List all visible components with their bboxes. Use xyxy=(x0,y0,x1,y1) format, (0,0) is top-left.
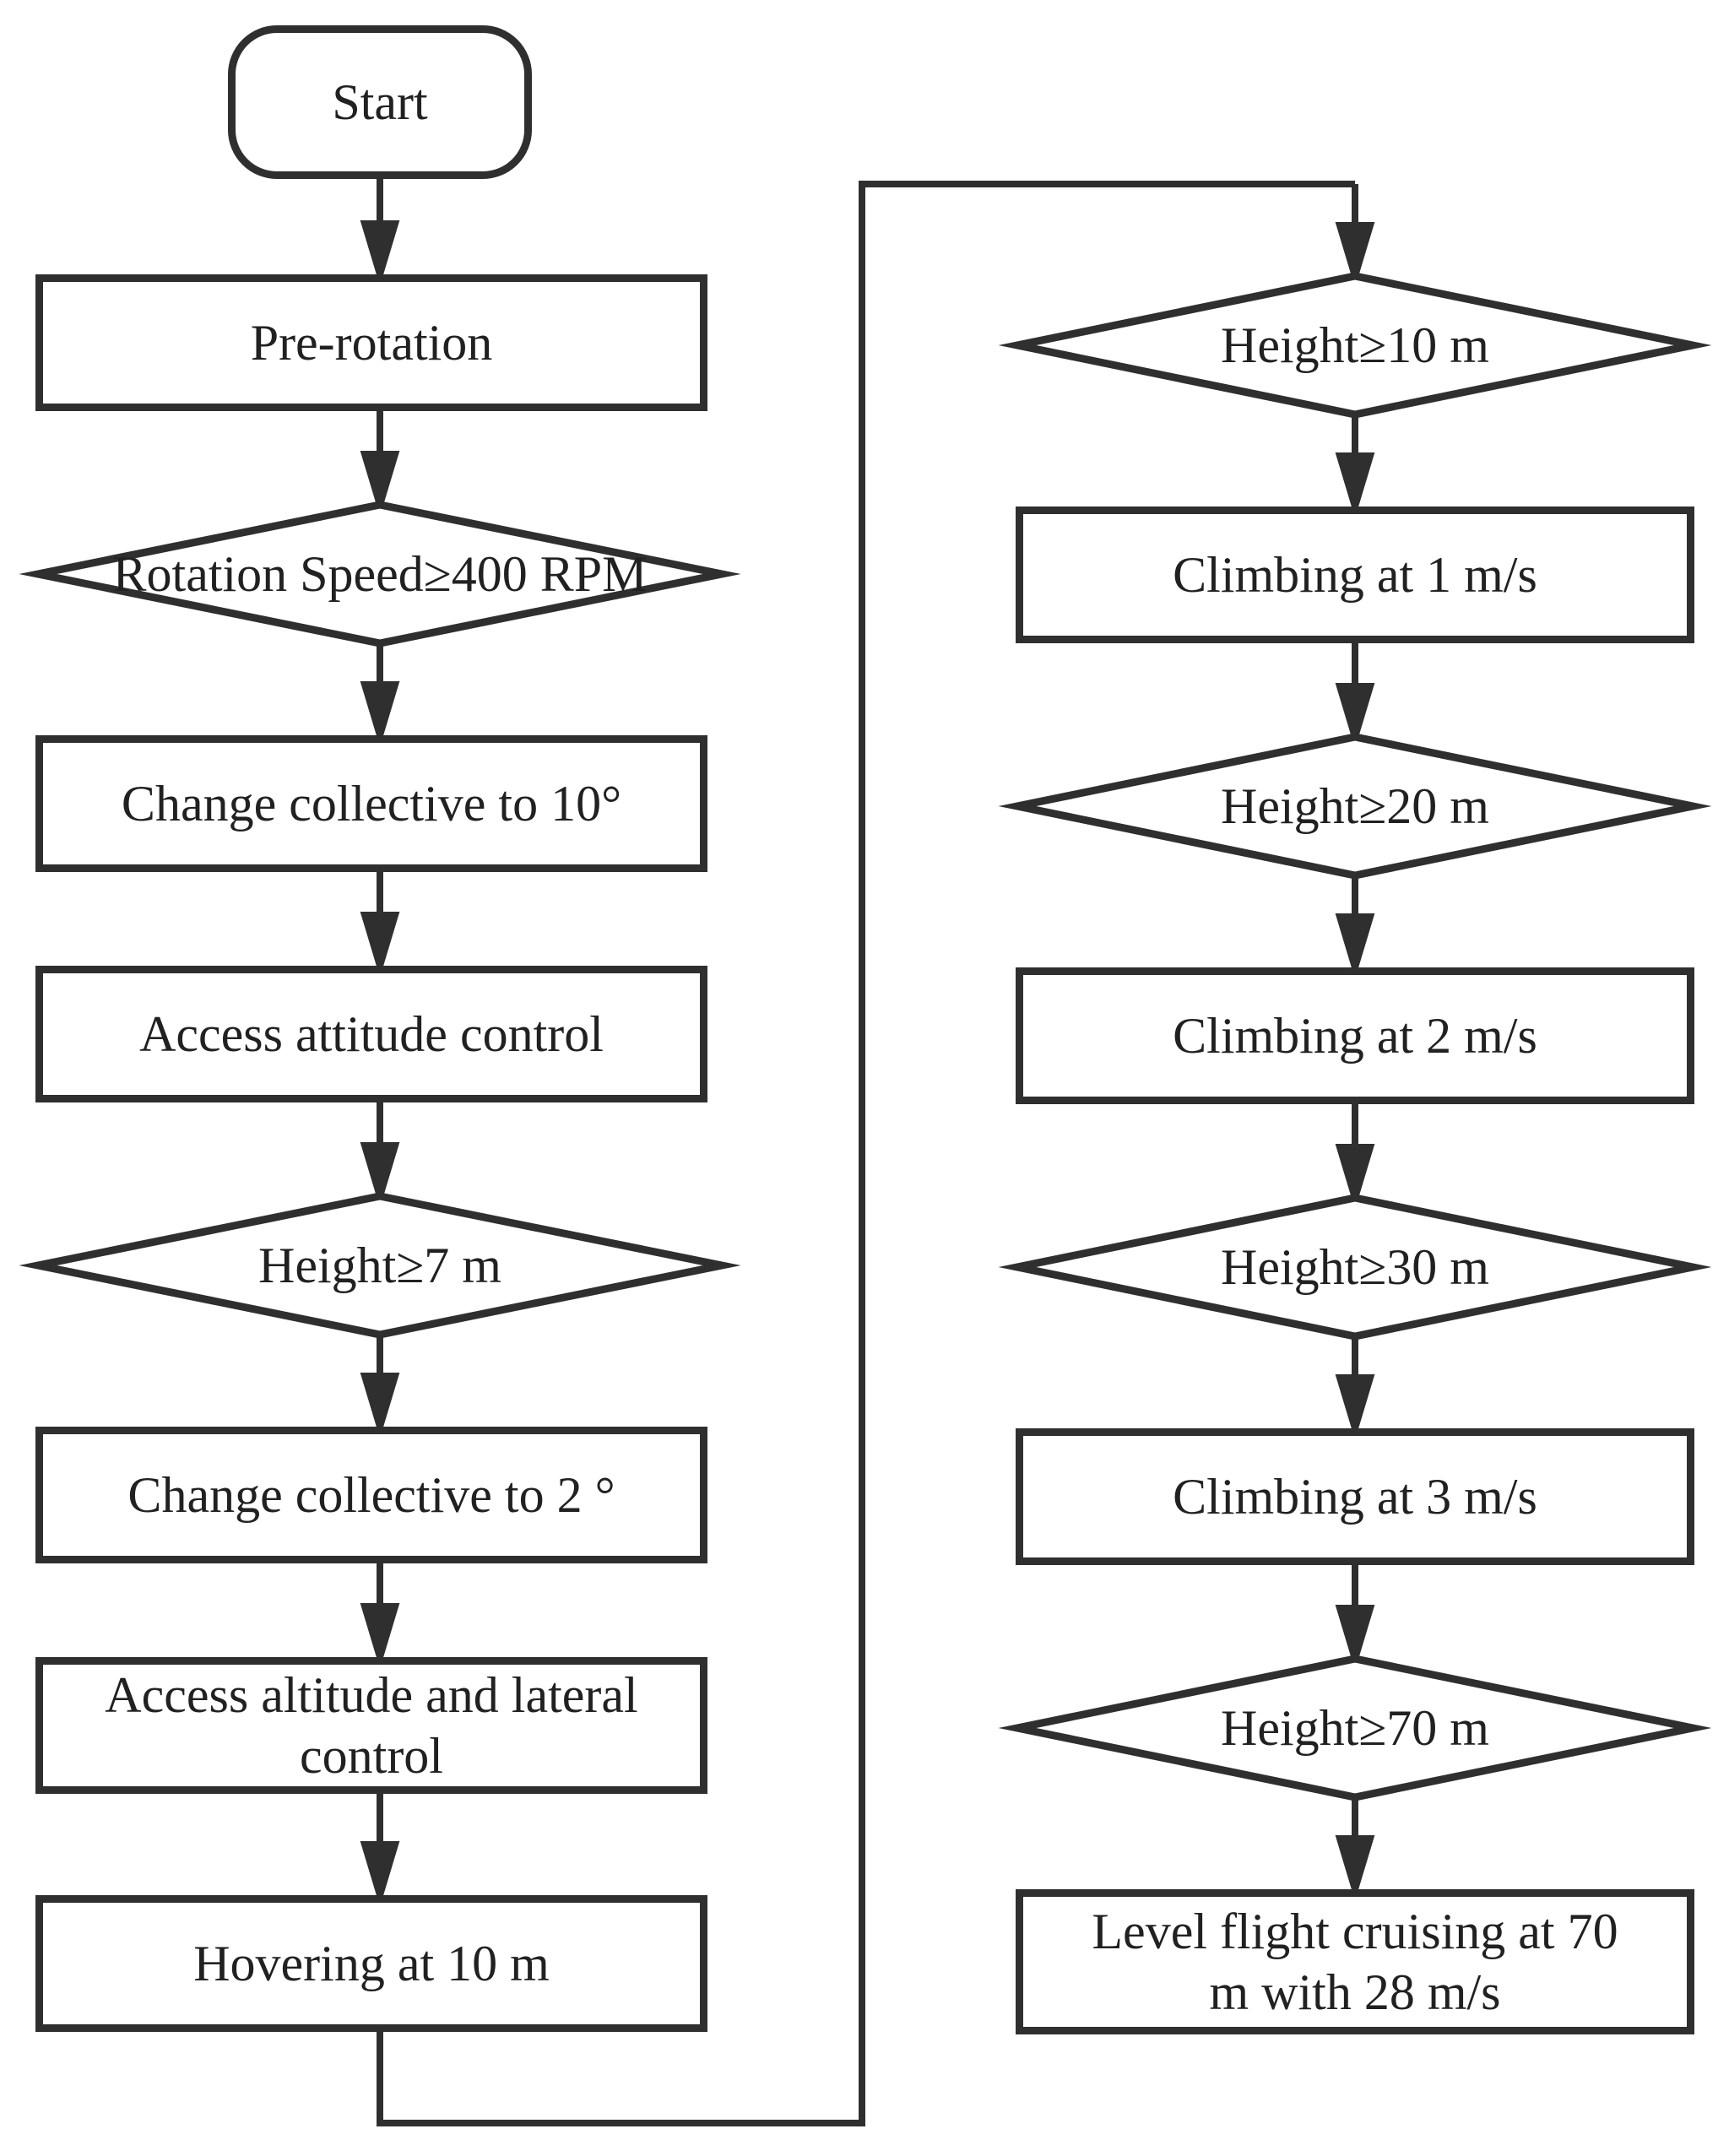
arrow-height10-to-climb1 xyxy=(1335,414,1375,518)
decision-height-20-shape xyxy=(998,733,1712,880)
arrow-collective2-to-altitudelateral xyxy=(360,1563,400,1669)
arrow-start-to-prerotation xyxy=(360,179,400,286)
decision-height-70-label: Height≥70 m xyxy=(1221,1699,1489,1756)
node-change-collective-10-label: Change collective to 10° xyxy=(121,775,622,832)
decision-rotation-speed-shape xyxy=(19,501,741,647)
node-access-altitude-lateral-line2: control xyxy=(300,1728,443,1784)
node-hovering: Hovering at 10 m xyxy=(35,1895,707,2032)
arrow-height70-to-cruise xyxy=(1335,1797,1375,1901)
node-level-flight-cruise: Level flight cruising at 70 m with 28 m/… xyxy=(1016,1889,1694,2034)
node-start-label: Start xyxy=(332,73,428,130)
node-access-altitude-lateral: Access altitude and lateral control xyxy=(35,1657,707,1794)
decision-height-7-shape xyxy=(19,1192,741,1339)
decision-height-20-label: Height≥20 m xyxy=(1221,777,1489,834)
node-climbing-2: Climbing at 2 m/s xyxy=(1016,967,1694,1104)
arrow-height7-to-collective2 xyxy=(360,1335,400,1438)
arrow-climb1-to-height20 xyxy=(1335,643,1375,749)
node-level-flight-cruise-line2: m with 28 m/s xyxy=(1209,1964,1501,2020)
decision-height-30-shape xyxy=(998,1194,1712,1341)
decision-rotation-speed-label: Rotation Speed≥400 RPM xyxy=(112,545,648,602)
decision-height-7-label: Height≥7 m xyxy=(258,1237,501,1293)
node-access-altitude-lateral-line1: Access altitude and lateral xyxy=(105,1667,638,1723)
arrow-climb3-to-height70 xyxy=(1335,1565,1375,1671)
node-access-attitude-control: Access attitude control xyxy=(35,966,707,1102)
arrow-altitudelateral-to-hovering xyxy=(360,1794,400,1907)
node-change-collective-2-label: Change collective to 2 ° xyxy=(127,1466,615,1523)
left-column-arrows xyxy=(360,179,400,1907)
node-climbing-1-label: Climbing at 1 m/s xyxy=(1173,546,1537,603)
node-hovering-label: Hovering at 10 m xyxy=(193,1935,550,1991)
node-pre-rotation: Pre-rotation xyxy=(35,274,707,411)
node-level-flight-cruise-line1: Level flight cruising at 70 xyxy=(1092,1904,1618,1959)
node-change-collective-10: Change collective to 10° xyxy=(35,735,707,872)
node-access-attitude-control-label: Access attitude control xyxy=(139,1005,604,1062)
decision-diamonds xyxy=(19,272,1712,1801)
node-change-collective-2: Change collective to 2 ° xyxy=(35,1427,707,1563)
decision-height-30-label: Height≥30 m xyxy=(1221,1238,1489,1295)
node-climbing-1: Climbing at 1 m/s xyxy=(1016,506,1694,643)
loop-connector-line xyxy=(377,181,1355,2126)
node-start: Start xyxy=(228,25,532,179)
decision-height-10-label: Height≥10 m xyxy=(1221,317,1489,373)
node-climbing-3: Climbing at 3 m/s xyxy=(1016,1428,1694,1565)
arrow-height30-to-climb3 xyxy=(1335,1336,1375,1440)
right-column-arrows xyxy=(1335,184,1375,1901)
arrow-loop-to-height10 xyxy=(1335,184,1375,288)
arrow-rotationspeed-to-collective10 xyxy=(360,643,400,747)
arrow-attitude-to-height7 xyxy=(360,1102,400,1208)
node-climbing-3-label: Climbing at 3 m/s xyxy=(1173,1468,1537,1525)
arrow-prerotation-to-rotationspeed xyxy=(360,411,400,517)
decision-height-70-shape xyxy=(998,1655,1712,1801)
arrow-climb2-to-height30 xyxy=(1335,1104,1375,1210)
node-pre-rotation-label: Pre-rotation xyxy=(250,314,493,371)
node-climbing-2-label: Climbing at 2 m/s xyxy=(1173,1007,1537,1064)
arrow-height20-to-climb2 xyxy=(1335,875,1375,979)
arrow-collective10-to-attitude xyxy=(360,872,400,978)
decision-height-10-shape xyxy=(998,272,1712,419)
